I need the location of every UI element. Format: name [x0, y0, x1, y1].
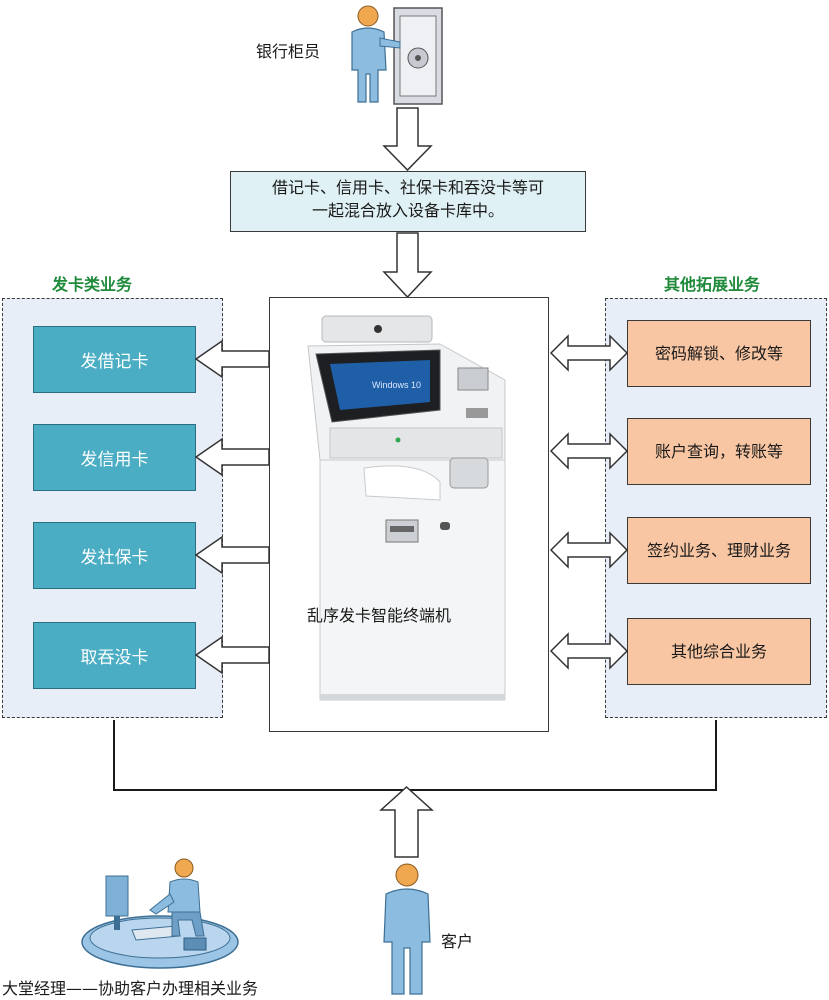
- arrow-teller-to-info: [382, 107, 433, 172]
- other-services-button[interactable]: 其他综合业务: [627, 618, 811, 685]
- issue-debit-card-button[interactable]: 发借记卡: [33, 326, 196, 393]
- teller-label: 银行柜员: [256, 42, 321, 61]
- teller-illustration: [340, 2, 460, 108]
- left-panel-title: 发卡类业务: [52, 275, 133, 294]
- card-storage-note-line1: 借记卡、信用卡、社保卡和吞没卡等可: [271, 178, 544, 197]
- double-arrow-account: [549, 432, 629, 470]
- customer-label: 客户: [441, 932, 474, 951]
- issue-social-security-card-button[interactable]: 发社保卡: [33, 522, 196, 589]
- arrow-to-debit: [194, 339, 270, 379]
- lobby-manager-illustration: [80, 852, 240, 970]
- arrow-to-credit: [194, 437, 270, 477]
- double-arrow-signing: [549, 531, 629, 569]
- lobby-manager-label: 大堂经理——协助客户办理相关业务: [2, 979, 259, 998]
- customer-illustration: [372, 862, 442, 998]
- account-query-button[interactable]: 账户查询，转账等: [627, 418, 811, 485]
- arrow-customer-up: [379, 785, 434, 858]
- password-service-button[interactable]: 密码解锁、修改等: [627, 320, 811, 387]
- kiosk-screen-text: Windows 10: [372, 380, 421, 390]
- terminal-label: 乱序发卡智能终端机: [307, 606, 452, 625]
- issue-credit-card-button[interactable]: 发信用卡: [33, 424, 196, 491]
- double-arrow-other: [549, 632, 629, 670]
- signing-wealth-button[interactable]: 签约业务、理财业务: [627, 517, 811, 584]
- arrow-to-social: [194, 535, 270, 575]
- arrow-to-swallowed: [194, 635, 270, 675]
- card-storage-note-line2: 一起混合放入设备卡库中。: [311, 201, 504, 221]
- retrieve-swallowed-card-button[interactable]: 取吞没卡: [33, 622, 196, 689]
- bottom-connector-line: [113, 720, 717, 791]
- arrow-info-to-terminal: [382, 232, 433, 299]
- kiosk-illustration: Windows 10: [290, 310, 530, 710]
- double-arrow-password: [549, 334, 629, 372]
- right-panel-title: 其他拓展业务: [664, 275, 761, 294]
- card-storage-note: 借记卡、信用卡、社保卡和吞没卡等可 一起混合放入设备卡库中。: [230, 171, 586, 232]
